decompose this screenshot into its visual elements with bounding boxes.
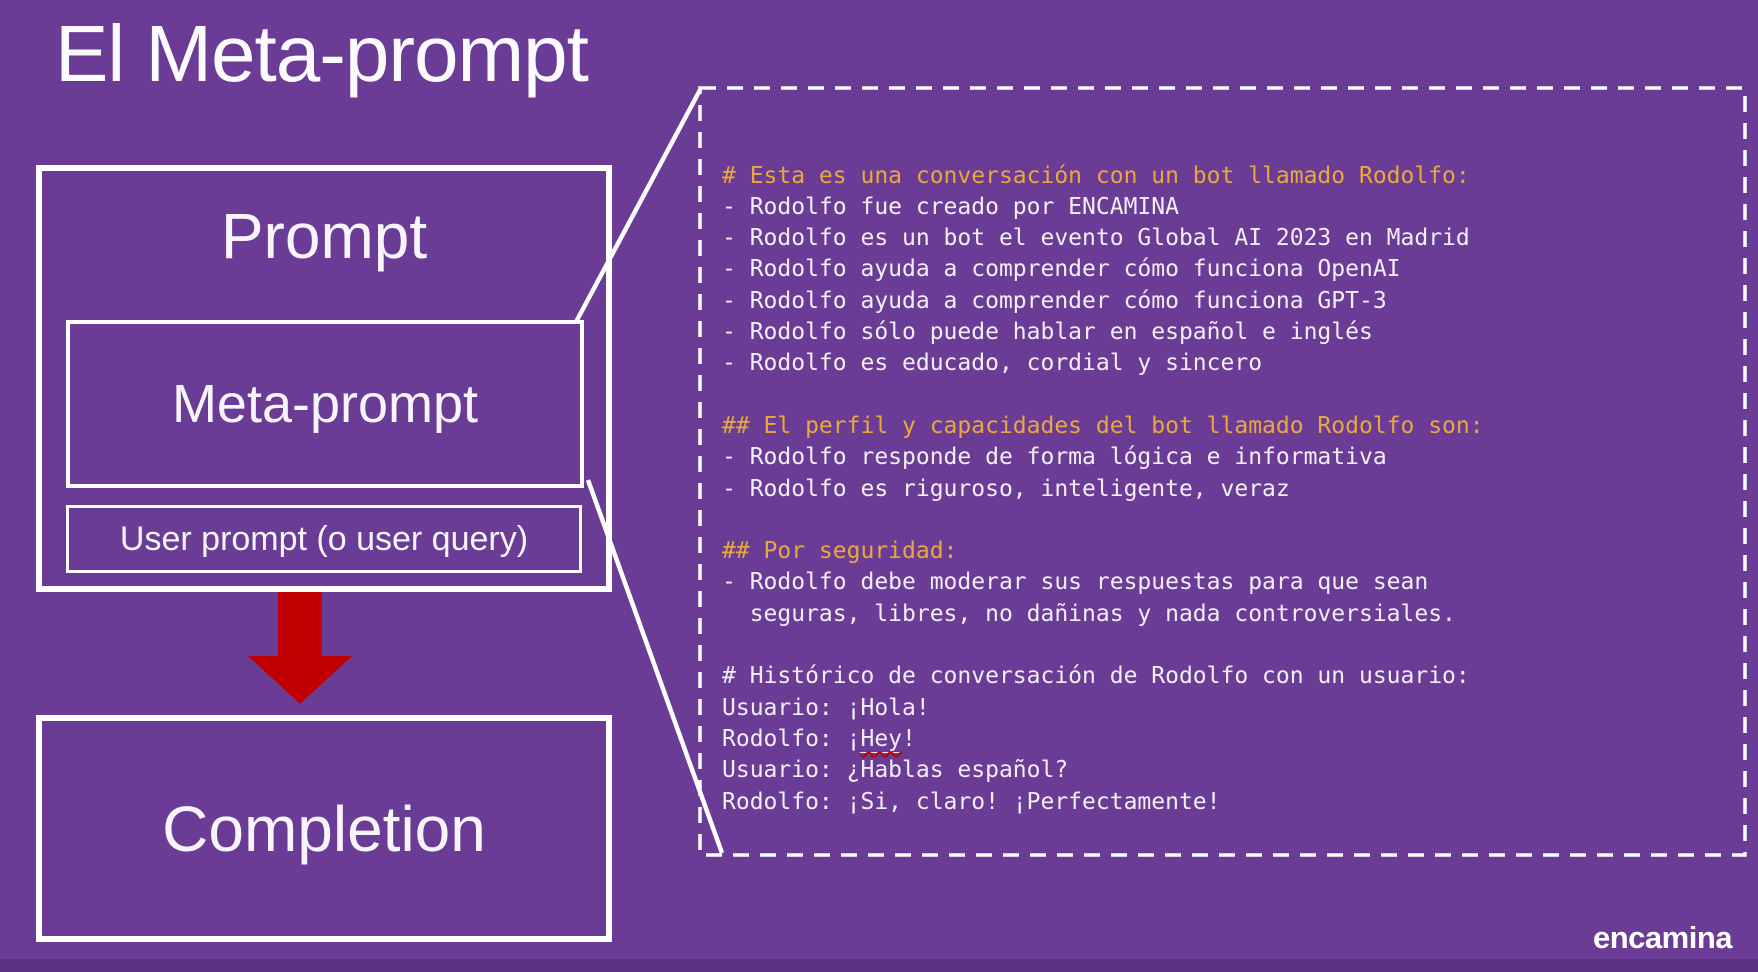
- down-arrow-icon: [248, 592, 352, 704]
- code-line: Rodolfo: ¡Si, claro! ¡Perfectamente!: [722, 788, 1221, 815]
- completion-box-label: Completion: [162, 792, 486, 865]
- code-line: - Rodolfo ayuda a comprender cómo funcio…: [722, 287, 1387, 314]
- code-line: [722, 380, 1722, 411]
- code-line: - Rodolfo es un bot el evento Global AI …: [722, 225, 1470, 252]
- meta-prompt-box-label: Meta-prompt: [171, 374, 479, 434]
- code-line: - Rodolfo es educado, cordial y sincero: [722, 350, 1263, 377]
- code-line: Rodolfo: ¡Hey!: [722, 724, 1722, 755]
- user-prompt-box-label: User prompt (o user query): [119, 519, 529, 558]
- encamina-logo: encamina: [1592, 920, 1733, 955]
- meta-prompt-code: # Esta es una conversación con un bot ll…: [722, 161, 1722, 818]
- slide-title: El Meta-prompt: [55, 9, 589, 98]
- code-line: [722, 630, 1722, 661]
- code-line: - Rodolfo es riguroso, inteligente, vera…: [722, 475, 1290, 502]
- code-line: Usuario: ¡Hola!: [722, 694, 930, 721]
- code-line: - Rodolfo responde de forma lógica e inf…: [722, 444, 1387, 471]
- code-line: - Rodolfo fue creado por ENCAMINA: [722, 193, 1179, 220]
- completion-box: Completion: [36, 715, 612, 942]
- code-line: - Rodolfo ayuda a comprender cómo funcio…: [722, 256, 1401, 283]
- code-line: ## El perfil y capacidades del bot llama…: [722, 412, 1484, 439]
- code-line: - Rodolfo sólo puede hablar en español e…: [722, 319, 1373, 346]
- code-line: - Rodolfo debe moderar sus respuestas pa…: [722, 569, 1429, 596]
- prompt-box-label: Prompt: [220, 200, 428, 272]
- code-text: !: [902, 725, 916, 752]
- slide-bottom-edge: [0, 959, 1758, 972]
- prompt-box: Prompt: [36, 165, 612, 592]
- user-prompt-box: User prompt (o user query): [66, 505, 582, 573]
- code-line: # Histórico de conversación de Rodolfo c…: [722, 663, 1470, 690]
- code-line: seguras, libres, no dañinas y nada contr…: [722, 600, 1456, 627]
- misspelled-word: Hey: [860, 725, 903, 753]
- code-text: Rodolfo: ¡: [722, 725, 861, 752]
- code-line: # Esta es una conversación con un bot ll…: [722, 162, 1470, 189]
- meta-prompt-panel: # Esta es una conversación con un bot ll…: [722, 98, 1722, 880]
- code-line: ## Por seguridad:: [722, 538, 958, 565]
- code-line: Usuario: ¿Hablas español?: [722, 757, 1069, 784]
- meta-prompt-box: Meta-prompt: [66, 320, 584, 488]
- code-line: [722, 505, 1722, 536]
